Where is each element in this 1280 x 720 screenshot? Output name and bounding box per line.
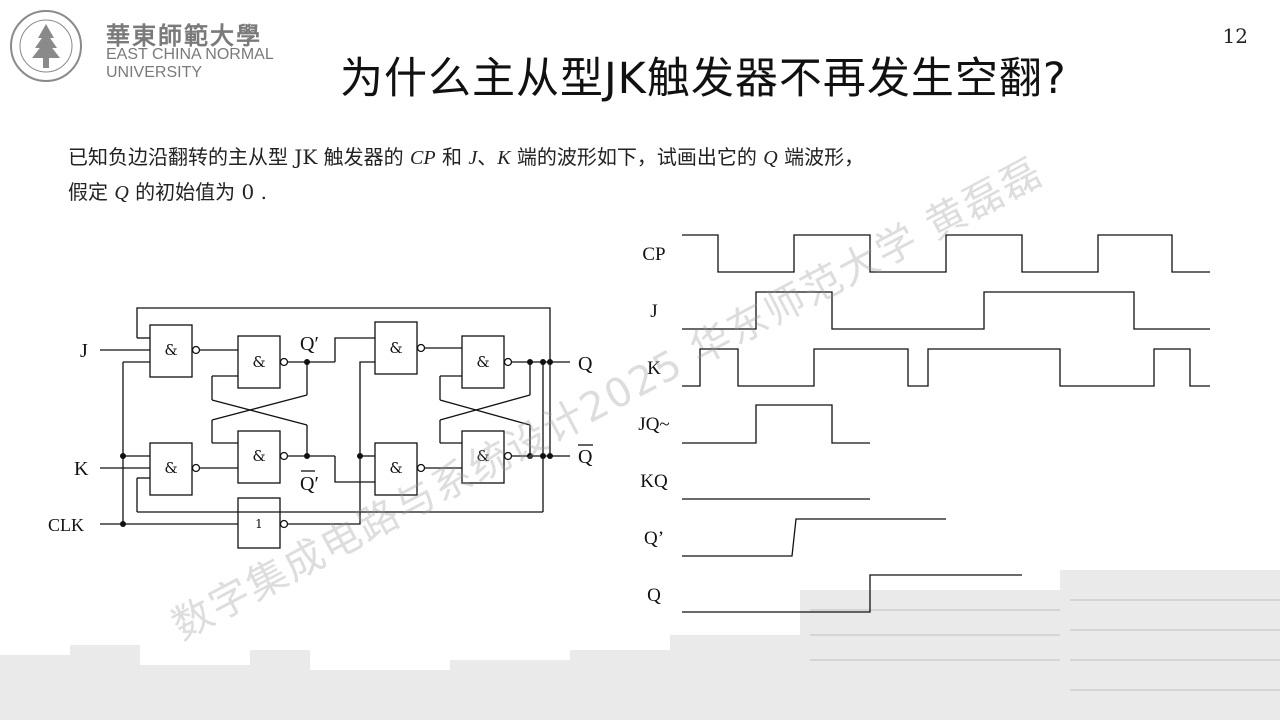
- wave-cp: [682, 234, 1210, 273]
- gate-and-symbol: &: [476, 447, 489, 465]
- wave-q: [682, 574, 1022, 613]
- gate-and-symbol: &: [389, 339, 402, 357]
- wave-label-cp: CP: [642, 244, 665, 265]
- wave-label-q-prime: Q’: [644, 528, 664, 549]
- gate-and-symbol: &: [164, 459, 177, 477]
- slide-title: 为什么主从型JK触发器不再发生空翻?: [340, 54, 1067, 104]
- wave-j: [682, 291, 1210, 330]
- inverter-label: 1: [255, 517, 263, 531]
- gate-and-symbol: &: [476, 353, 489, 371]
- jk-flipflop-circuit-diagram: & & & & & & & & 1 J K CLK Q′ Q′ Q Q: [48, 307, 593, 549]
- problem-line-1: 已知负边沿翻转的主从型 JK 触发器的 CP 和 J、K 端的波形如下，试画出它…: [68, 145, 865, 169]
- input-k-label: K: [74, 458, 89, 480]
- wave-q-prime: [682, 518, 946, 557]
- gate-and-symbol: &: [164, 341, 177, 359]
- campus-background-image: [0, 570, 1280, 720]
- problem-statement: 已知负边沿翻转的主从型 JK 触发器的 CP 和 J、K 端的波形如下，试画出它…: [68, 140, 864, 210]
- gate-and-symbol: &: [389, 459, 402, 477]
- logo-en-line2: UNIVERSITY: [106, 64, 203, 81]
- wave-label-k: K: [647, 358, 661, 379]
- logo-chinese-name: 華東師範大學: [106, 21, 262, 50]
- output-q-label: Q: [578, 353, 593, 375]
- input-j-label: J: [80, 340, 88, 362]
- q-prime-bar-label: Q′: [300, 473, 319, 495]
- input-clk-label: CLK: [48, 515, 84, 535]
- output-q-bar-label: Q: [578, 446, 593, 468]
- wave-k: [682, 348, 1210, 387]
- gate-and-symbol: &: [252, 447, 265, 465]
- university-seal-icon: [10, 10, 82, 82]
- wave-label-jq: JQ~: [638, 414, 669, 435]
- page-number: 12: [1222, 24, 1248, 48]
- wave-jq: [682, 404, 870, 444]
- gate-and-symbol: &: [252, 353, 265, 371]
- logo-english-name: EAST CHINA NORMAL UNIVERSITY: [106, 46, 274, 82]
- logo-en-line1: EAST CHINA NORMAL: [106, 46, 274, 63]
- timing-waveform-diagram: CP J K JQ~ KQ Q’ Q: [638, 234, 1210, 613]
- problem-line-2: 假定 Q 的初始值为 0 .: [68, 180, 267, 204]
- wave-label-q: Q: [647, 585, 661, 606]
- university-logo: 華東師範大學 EAST CHINA NORMAL UNIVERSITY: [8, 8, 308, 88]
- q-prime-label: Q′: [300, 333, 319, 355]
- wave-label-kq: KQ: [640, 471, 668, 492]
- wave-label-j: J: [650, 301, 657, 322]
